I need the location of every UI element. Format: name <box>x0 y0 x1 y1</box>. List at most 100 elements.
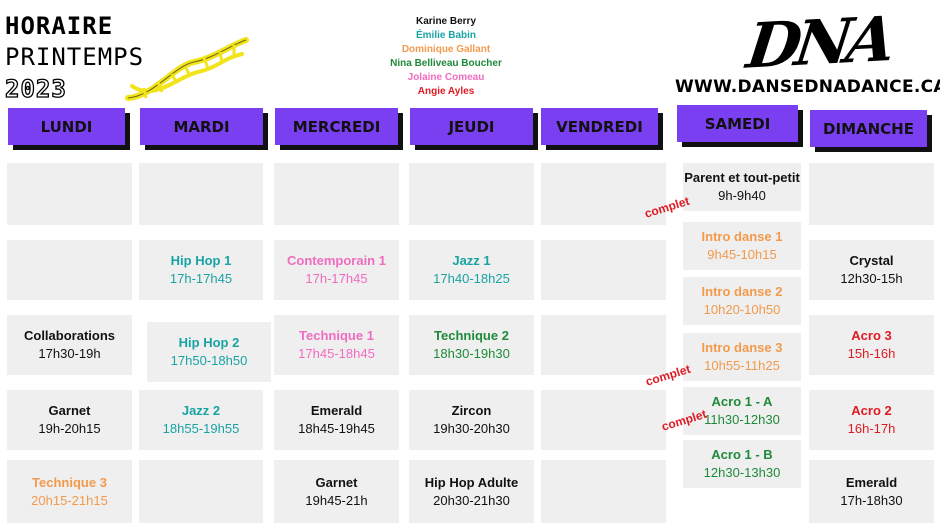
empty-slot <box>809 163 934 225</box>
class-card: Jazz 1 17h40-18h25 <box>409 240 534 300</box>
class-card: Crystal 12h30-15h <box>809 240 934 300</box>
teacher-name: Jolaine Comeau <box>407 72 485 83</box>
empty-slot <box>541 390 666 450</box>
empty-slot <box>541 240 666 300</box>
class-card: Technique 2 18h30-19h30 <box>409 315 534 375</box>
empty-slot <box>541 460 666 523</box>
class-name: Emerald <box>845 474 898 490</box>
website-url: WWW.DANSEDNADANCE.CA <box>675 77 940 97</box>
class-time: 17h-17h45 <box>305 271 368 286</box>
teacher-name: Dominique Gallant <box>401 44 491 55</box>
class-time: 18h55-19h55 <box>162 421 240 436</box>
class-card: Emerald 18h45-19h45 <box>274 390 399 450</box>
day-header-dimanche: DIMANCHE <box>810 110 927 147</box>
class-card: Intro danse 1 9h45-10h15 <box>683 222 801 270</box>
class-card: Intro danse 3 10h55-11h25 <box>683 333 801 381</box>
empty-slot <box>541 315 666 375</box>
empty-slot <box>7 163 132 225</box>
class-card: Garnet 19h-20h15 <box>7 390 132 450</box>
class-card: Acro 1 - A 11h30-12h30 <box>683 387 801 435</box>
class-name: Jazz 1 <box>452 253 491 268</box>
class-time: 17h-17h45 <box>169 271 233 286</box>
class-time: 19h30-20h30 <box>433 421 510 436</box>
empty-slot <box>541 163 666 225</box>
teacher-name: Angie Ayles <box>417 86 475 97</box>
class-name: Garnet <box>48 403 91 418</box>
class-time: 15h-16h <box>847 346 896 361</box>
class-name: Hip Hop Adulte <box>424 474 519 490</box>
class-time: 17h40-18h25 <box>433 271 510 286</box>
class-card: Technique 3 20h15-21h15 <box>7 460 132 523</box>
class-card: Hip Hop 1 17h-17h45 <box>139 240 263 300</box>
dna-helix-icon <box>125 37 249 101</box>
class-time: 20h30-21h30 <box>433 492 510 508</box>
class-time: 12h30-15h <box>840 271 903 286</box>
teacher-name: Karine Berry <box>415 16 477 27</box>
class-time: 18h30-19h30 <box>433 346 510 361</box>
class-card: Technique 1 17h45-18h45 <box>274 315 399 375</box>
class-card: Jazz 2 18h55-19h55 <box>139 390 263 450</box>
class-time: 17h30-19h <box>38 346 101 361</box>
day-header-lundi: LUNDI <box>8 108 125 145</box>
class-name: Acro 2 <box>851 403 892 418</box>
class-time: 9h45-10h15 <box>707 247 777 262</box>
class-card: Contemporain 1 17h-17h45 <box>274 240 399 300</box>
class-card: Collaborations 17h30-19h <box>7 315 132 375</box>
class-time: 17h50-18h50 <box>170 353 248 368</box>
empty-slot <box>7 240 132 300</box>
empty-slot <box>409 163 534 225</box>
class-card: Intro danse 2 10h20-10h50 <box>683 277 801 325</box>
class-name: Intro danse 1 <box>701 229 783 244</box>
empty-slot <box>274 163 399 225</box>
class-name: Garnet <box>315 474 358 490</box>
class-name: Parent et tout-petit <box>684 170 800 185</box>
class-time: 9h-9h40 <box>718 188 766 203</box>
class-name: Jazz 2 <box>181 403 221 418</box>
class-name: Collaborations <box>23 328 115 343</box>
class-name: Contemporain 1 <box>287 253 386 268</box>
class-time: 19h-20h15 <box>38 421 101 436</box>
title-line-1: HORAIRE <box>5 12 114 40</box>
class-card: Hip Hop 2 17h50-18h50 <box>147 322 271 382</box>
class-card: Acro 3 15h-16h <box>809 315 934 375</box>
class-name: Acro 3 <box>851 328 892 343</box>
class-card: Acro 2 16h-17h <box>809 390 934 450</box>
teachers-legend: Karine Berry Émilie Babin Dominique Gall… <box>346 15 546 99</box>
day-header-mercredi: MERCREDI <box>275 108 398 145</box>
class-time: 17h-18h30 <box>840 492 903 508</box>
empty-slot <box>139 163 263 225</box>
class-time: 18h45-19h45 <box>298 421 375 436</box>
teacher-name: Nina Belliveau Boucher <box>390 58 502 69</box>
class-time: 20h15-21h15 <box>31 492 108 508</box>
class-card: Zircon 19h30-20h30 <box>409 390 534 450</box>
class-name: Acro 1 - A <box>711 394 773 409</box>
day-header-vendredi: VENDREDI <box>541 108 658 145</box>
class-name: Emerald <box>310 403 363 418</box>
class-time: 16h-17h <box>847 421 896 436</box>
title-line-3: 2023 <box>4 75 67 103</box>
empty-slot <box>139 460 263 523</box>
day-header-samedi: SAMEDI <box>677 105 798 142</box>
class-card: Emerald 17h-18h30 <box>809 460 934 523</box>
class-name: Technique 2 <box>434 328 509 343</box>
class-name: Technique 1 <box>299 328 374 343</box>
day-header-mardi: MARDI <box>140 108 263 145</box>
class-name: Hip Hop 1 <box>170 253 232 268</box>
class-name: Zircon <box>451 403 492 418</box>
class-card: Hip Hop Adulte 20h30-21h30 <box>409 460 534 523</box>
class-name: Intro danse 2 <box>701 284 783 299</box>
class-card: Acro 1 - B 12h30-13h30 <box>683 440 801 488</box>
class-card: Parent et tout-petit 9h-9h40 <box>683 163 801 211</box>
class-name: Acro 1 - B <box>711 447 773 462</box>
teacher-name: Émilie Babin <box>415 30 476 41</box>
class-name: Technique 3 <box>32 474 107 490</box>
class-name: Intro danse 3 <box>701 340 783 355</box>
title-line-2: PRINTEMPS <box>5 43 145 71</box>
day-header-jeudi: JEUDI <box>410 108 533 145</box>
class-name: Crystal <box>849 253 894 268</box>
class-time: 12h30-13h30 <box>703 465 781 480</box>
class-time: 11h30-12h30 <box>704 412 780 427</box>
class-time: 10h20-10h50 <box>703 302 781 317</box>
class-card: Garnet 19h45-21h <box>274 460 399 523</box>
class-time: 17h45-18h45 <box>298 346 375 361</box>
